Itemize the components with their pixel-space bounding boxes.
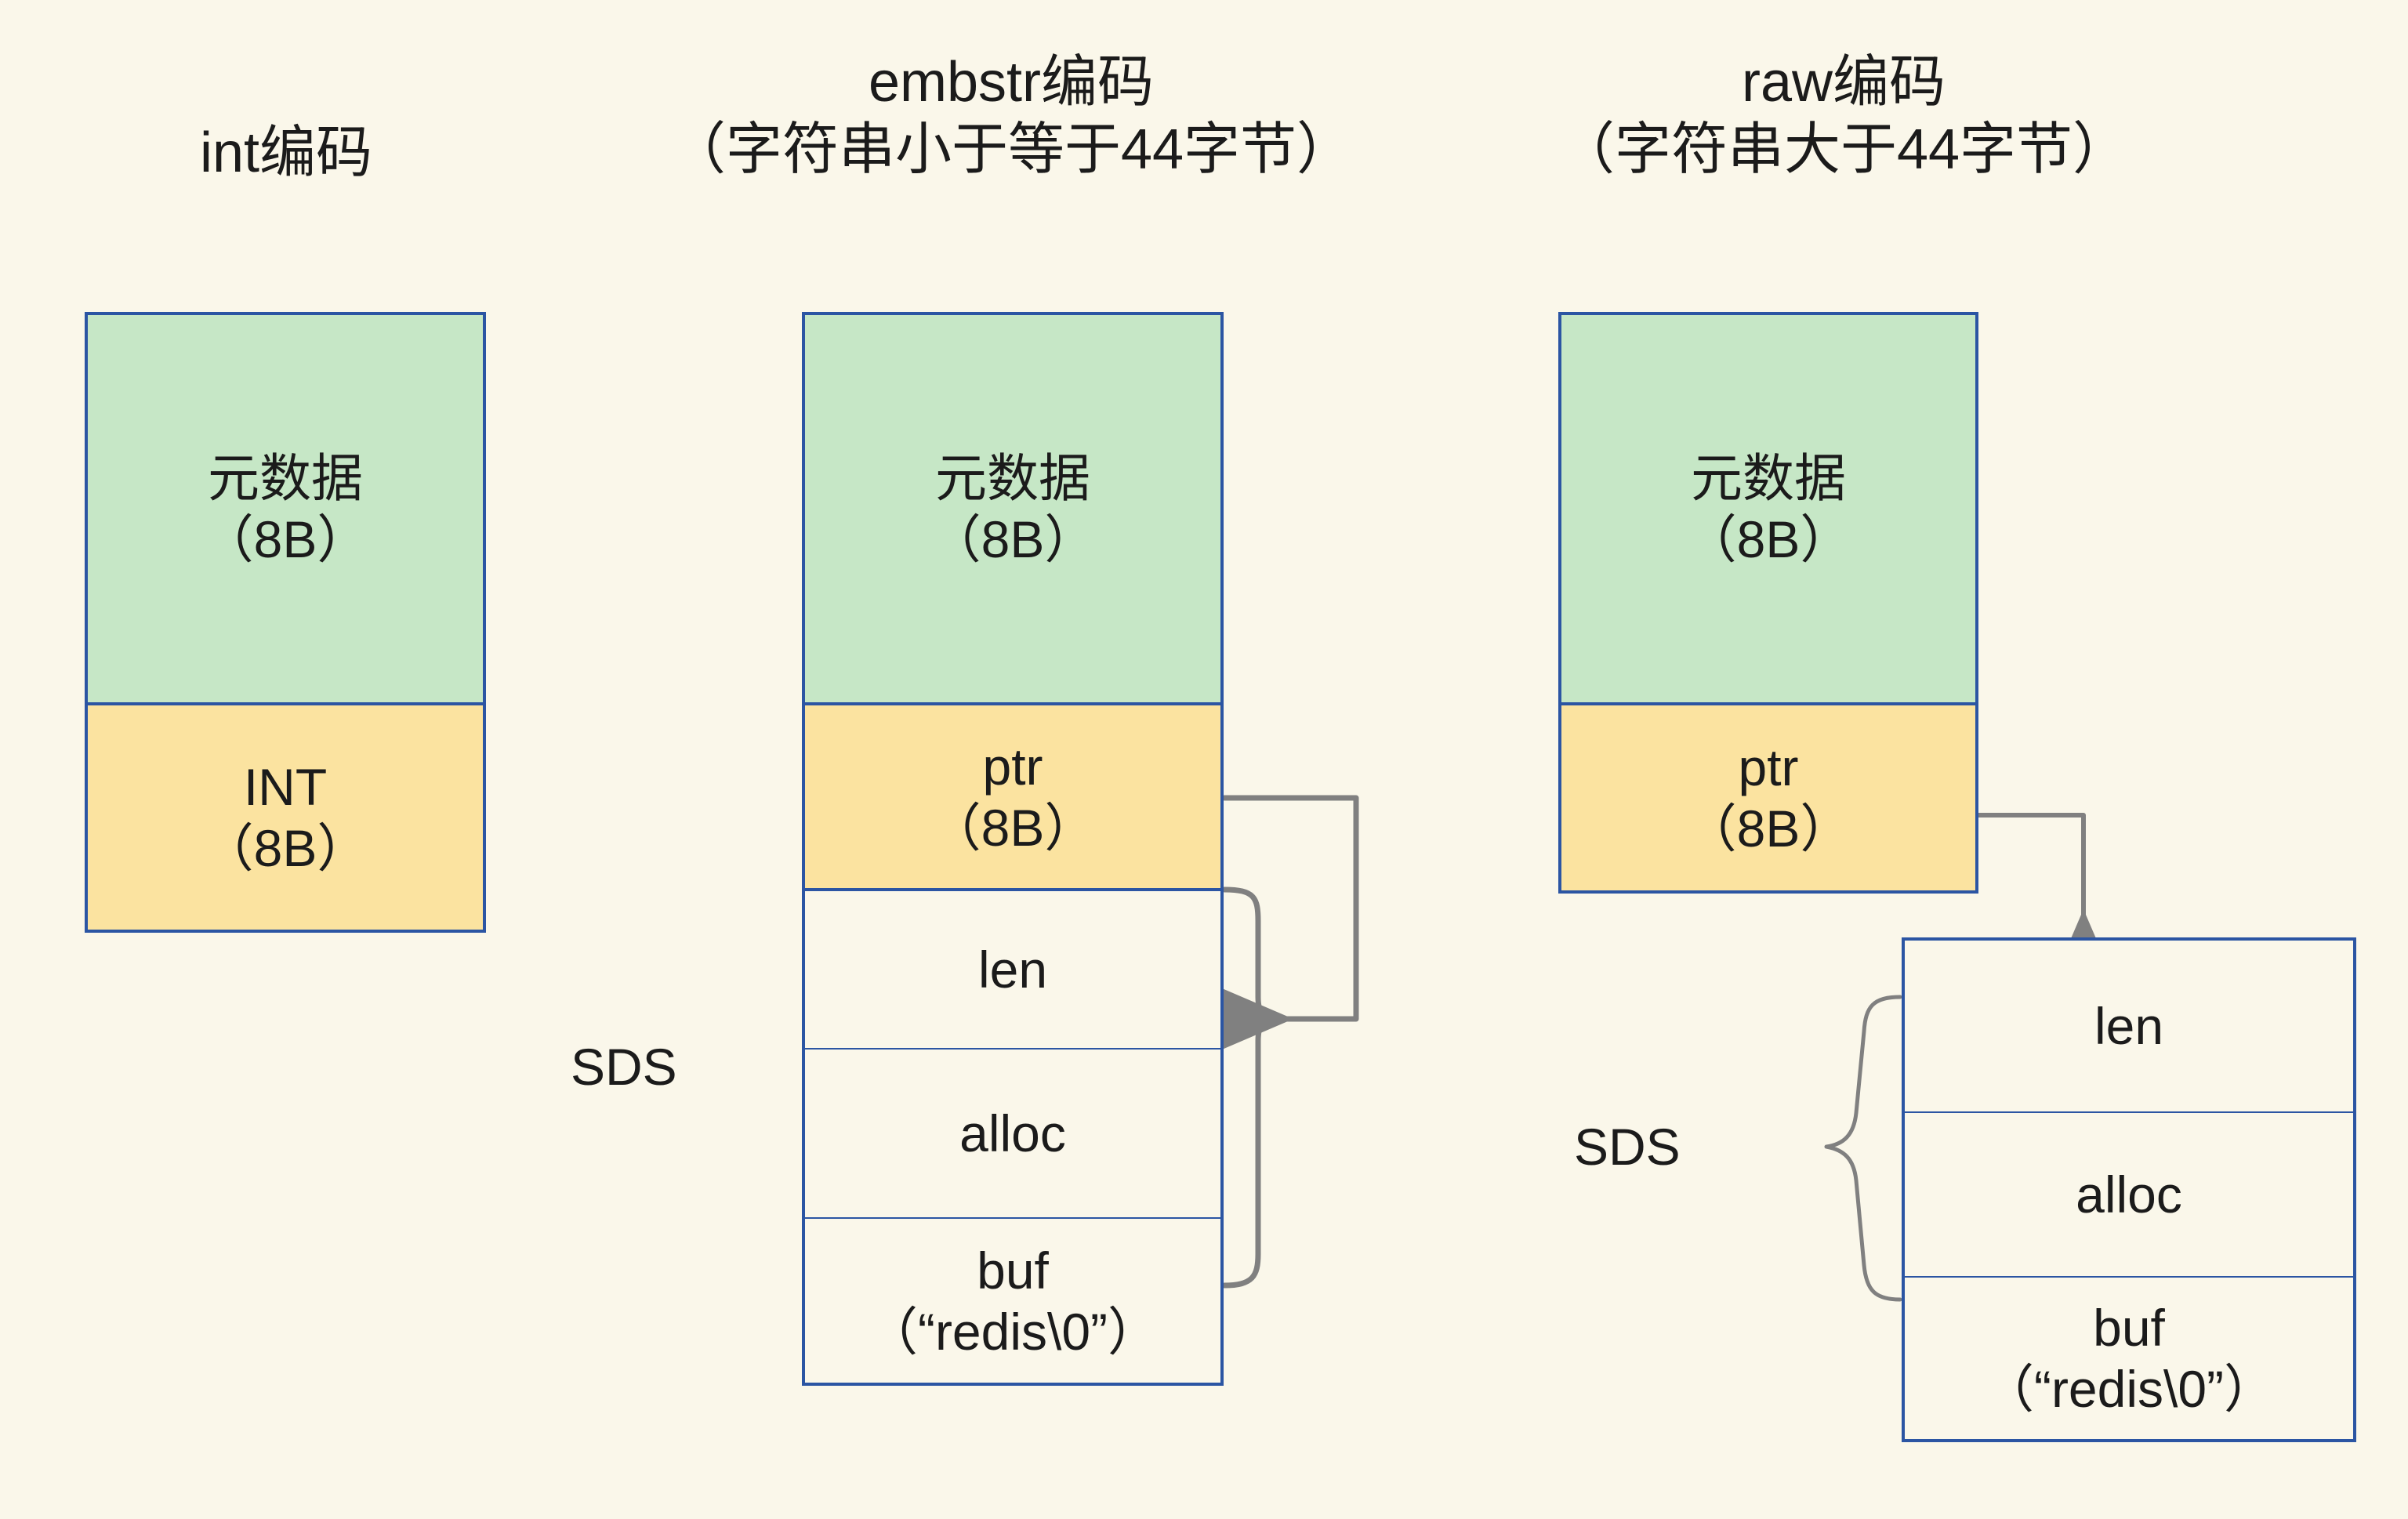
heading-raw-line2: （字符串大于44字节） [1558, 118, 2130, 181]
int-metadata-line2: （8B） [201, 510, 369, 568]
raw-ptr-connector [1976, 813, 2112, 975]
raw-ptr-line1: ptr [1738, 738, 1799, 796]
raw-alloc-line1: alloc [2076, 1166, 2182, 1224]
embstr-buf-cell: buf （“redis\0”） [802, 1217, 1224, 1386]
embstr-len-cell: len [802, 890, 1224, 1050]
raw-ptr-cell: ptr （8B） [1558, 704, 1978, 894]
heading-raw-line1: raw编码 [1741, 51, 1946, 114]
embstr-alloc-cell: alloc [802, 1048, 1224, 1219]
raw-alloc-cell: alloc [1902, 1111, 2356, 1278]
heading-int-line1: int编码 [199, 121, 373, 184]
int-metadata-cell: 元数据 （8B） [85, 312, 486, 705]
embstr-sds-brace [1221, 886, 1281, 1289]
heading-int-encoding: int编码 [86, 119, 486, 187]
embstr-len-line1: len [977, 941, 1048, 999]
raw-ptr-line2: （8B） [1685, 799, 1852, 857]
embstr-alloc-line1: alloc [959, 1104, 1066, 1162]
raw-buf-cell: buf （“redis\0”） [1902, 1276, 2356, 1442]
raw-len-cell: len [1902, 937, 2356, 1113]
embstr-metadata-cell: 元数据 （8B） [802, 312, 1224, 705]
embstr-buf-line2: （“redis\0”） [865, 1302, 1160, 1361]
embstr-ptr-line2: （8B） [929, 798, 1097, 857]
embstr-metadata-line1: 元数据 [935, 449, 1090, 507]
int-value-cell: INT （8B） [85, 704, 486, 933]
embstr-buf-line1: buf [977, 1241, 1049, 1300]
embstr-metadata-line2: （8B） [929, 510, 1097, 568]
heading-raw-encoding: raw编码 （字符串大于44字节） [1491, 49, 2196, 183]
embstr-ptr-cell: ptr （8B） [802, 704, 1224, 891]
int-value-line2: （8B） [201, 819, 369, 877]
raw-metadata-line1: 元数据 [1691, 449, 1846, 507]
raw-buf-line1: buf [2093, 1299, 2165, 1357]
raw-metadata-line2: （8B） [1685, 510, 1852, 568]
int-value-line1: INT [243, 758, 328, 816]
raw-metadata-cell: 元数据 （8B） [1558, 312, 1978, 705]
heading-embstr-line2: （字符串小于等于44字节） [669, 118, 1354, 181]
embstr-ptr-connector [1217, 795, 1359, 1052]
heading-embstr-encoding: embstr编码 （字符串小于等于44字节） [658, 49, 1364, 183]
raw-sds-label: SDS [1574, 1118, 1681, 1176]
raw-buf-line2: （“redis\0”） [1982, 1360, 2276, 1418]
embstr-ptr-line1: ptr [982, 737, 1043, 796]
raw-len-line1: len [2094, 997, 2164, 1055]
int-metadata-line1: 元数据 [208, 449, 363, 507]
embstr-sds-label: SDS [571, 1038, 677, 1096]
raw-sds-brace [1824, 995, 1902, 1302]
heading-embstr-line1: embstr编码 [868, 51, 1155, 114]
